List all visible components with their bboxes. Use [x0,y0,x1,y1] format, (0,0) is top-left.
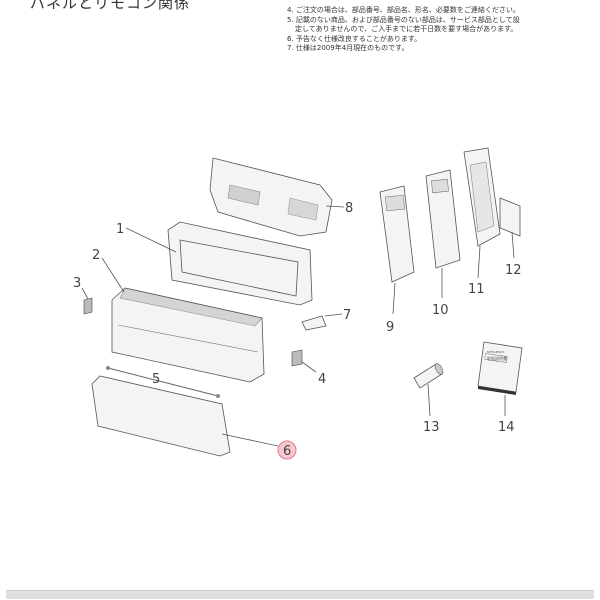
bottom-scroll-bar[interactable] [6,590,594,599]
callout-8: 8 [345,201,353,216]
part-8-control-board [209,157,345,237]
part-14-manual: MITSUBISHI 取扱説明書 [477,341,523,416]
callout-2: 2 [92,248,100,263]
section-title: パネルとリモコン関係 [30,0,191,12]
note-5: 5. 記載のない商品、および部品番号のない部品は、サービス部品として設 [287,15,520,24]
part-4-bracket [291,349,317,373]
part-12-plate [499,197,521,259]
callout-6-highlight[interactable] [277,440,297,460]
callout-5: 5 [152,372,160,387]
callout-9: 9 [386,320,394,335]
callout-6: 6 [283,444,291,459]
part-11-remote-holder [463,147,501,279]
note-7: 7. 仕様は2009年4月現在のものです。 [287,44,409,53]
callout-11: 11 [468,282,485,297]
part-13-battery [413,363,444,417]
part-3-bracket [81,287,93,315]
part-1-chassis [125,221,313,306]
callout-7: 7 [343,308,351,323]
manual-title: 取扱説明書 [487,355,507,361]
callout-12: 12 [505,263,522,278]
part-10-remote [425,169,461,298]
callout-1: 1 [116,222,124,237]
note-5-cont: 定してありませんので、ご入手までに若干日数を要す場合があります。 [295,25,518,34]
note-6: 6. 予告なく仕様改良することがあります。 [287,34,422,43]
manual-brand: MITSUBISHI [487,350,505,354]
part-9-remote [379,185,415,315]
callout-10: 10 [432,303,449,318]
callout-14: 14 [498,420,515,435]
part-5-shaft [106,366,220,398]
part-6-front-panel [91,375,279,457]
notes-list: 4. ご注文の場合は、部品番号、部品名、形名、必要数をご連絡ください。 5. 記… [287,6,520,54]
note-4: 4. ご注文の場合は、部品番号、部品名、形名、必要数をご連絡ください。 [287,6,520,14]
callout-3: 3 [73,276,81,291]
callout-13: 13 [423,420,440,435]
part-2-indoor-unit [101,257,265,383]
part-7-holder [301,313,343,331]
callout-4: 4 [318,372,326,387]
